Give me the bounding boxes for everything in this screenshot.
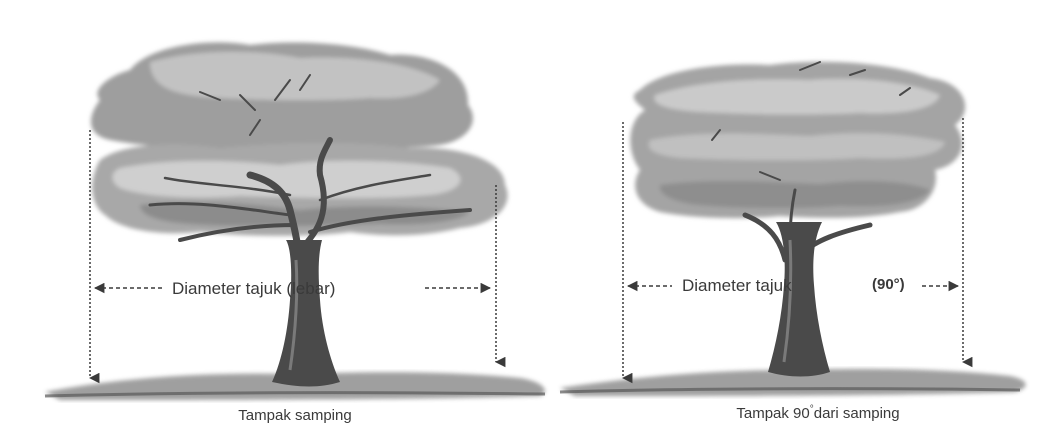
canopy-right	[630, 62, 965, 218]
diameter-label-left: Diameter tajuk (lebar)	[172, 279, 335, 298]
caption-prefix: Tampak 90	[736, 405, 809, 422]
ninety-degree-view-panel: Diameter tajuk (90°) Tampak 90°dari samp…	[560, 62, 1026, 422]
canopy-left	[91, 42, 508, 235]
caption-ninety-degree-view: Tampak 90°dari samping	[736, 404, 899, 422]
angle-label-right: (90°)	[872, 276, 905, 293]
trunk-left	[272, 240, 340, 387]
diameter-label-right: Diameter tajuk	[682, 276, 792, 295]
caption-suffix: dari samping	[814, 405, 900, 422]
caption-side-view: Tampak samping	[238, 407, 351, 424]
side-view-panel: Diameter tajuk (lebar) Tampak samping	[45, 42, 545, 424]
